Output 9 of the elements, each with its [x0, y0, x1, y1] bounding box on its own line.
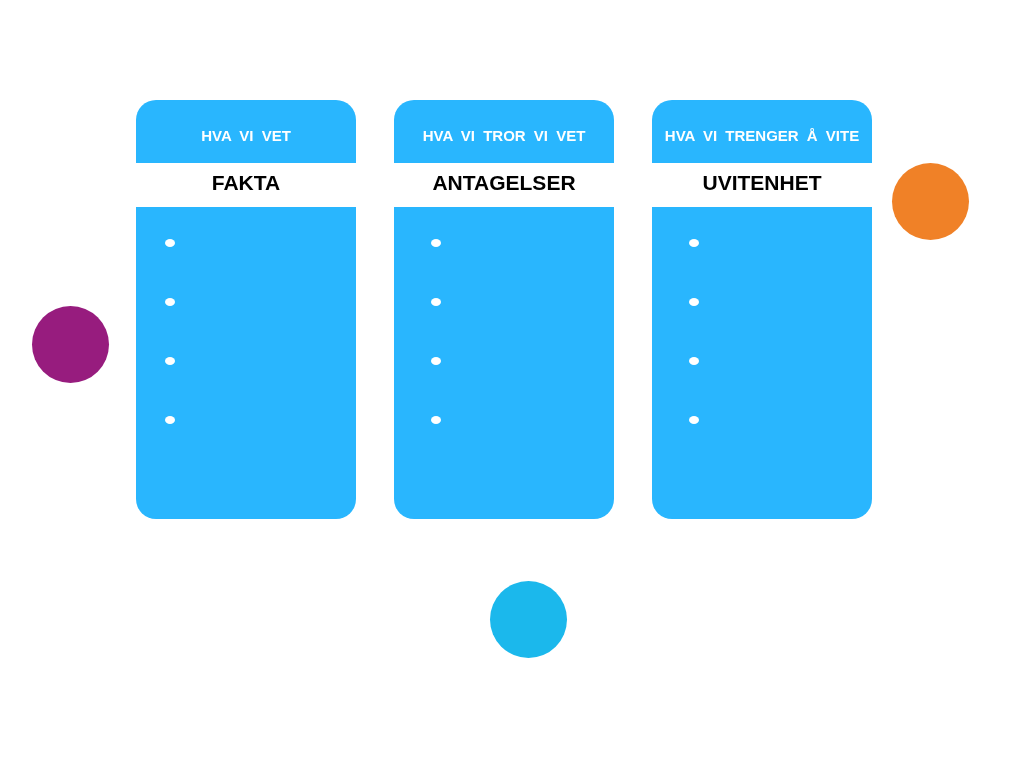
column-heading: HVA VI TROR VI VET: [422, 127, 586, 144]
column-title: FAKTA: [211, 171, 281, 195]
column-heading: HVA VI TRENGER Å VITE: [664, 127, 860, 144]
column-title: ANTAGELSER: [432, 171, 576, 195]
column-card: [136, 100, 356, 519]
column-heading: HVA VI VET: [201, 127, 291, 144]
column-card: [394, 100, 614, 519]
column-card: [652, 100, 872, 519]
column-title: UVITENHET: [702, 171, 822, 195]
